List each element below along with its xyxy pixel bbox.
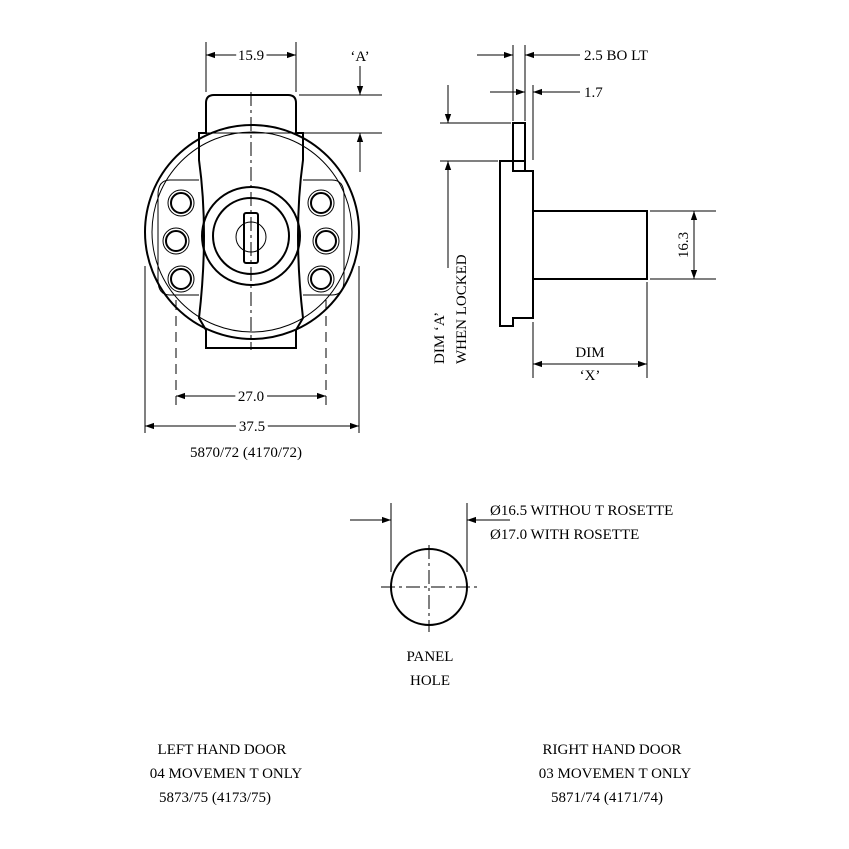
dim-text-37-5: 37.5: [239, 419, 265, 435]
dim-x-line1: DIM: [575, 345, 604, 361]
panel-hole-label-2: HOLE: [410, 673, 450, 689]
dim-text-16-3: 16.3: [676, 232, 692, 258]
left-hand-line1: LEFT HAND DOOR: [158, 742, 287, 758]
dim-text-27-0: 27.0: [238, 389, 264, 405]
right-hand-line2: 03 MOVEMEN T ONLY: [539, 766, 692, 782]
left-hand-line2: 04 MOVEMEN T ONLY: [150, 766, 303, 782]
mounting-plate: [499, 160, 534, 327]
dim-without-rosette: Ø16.5 WITHOU T ROSETTE: [490, 503, 673, 519]
left-hand-line3: 5873/75 (4173/75): [159, 790, 271, 806]
dim-text-a: ‘A’: [350, 49, 369, 65]
dim-a-when-locked: DIM ‘A’ WHEN LOCKED: [432, 254, 470, 364]
screw-holes: [162, 189, 340, 293]
right-hand-line3: 5871/74 (4171/74): [551, 790, 663, 806]
dim-with-rosette: Ø17.0 WITH ROSETTE: [490, 527, 639, 543]
mounting-lugs: [157, 179, 345, 296]
front-view: 15.9 ‘A’ 27.0 37.5 5870/72 (4170/72): [144, 42, 382, 461]
dim-text-15-9: 15.9: [238, 48, 264, 64]
panel-hole-view: Ø16.5 WITHOU T ROSETTE Ø17.0 WITH ROSETT…: [350, 503, 673, 689]
dim-a-line2: WHEN LOCKED: [454, 254, 470, 364]
dim-text-bolt: 2.5 BO LT: [584, 48, 648, 64]
bolt: [512, 122, 526, 172]
dim-a-line1: DIM ‘A’: [432, 313, 448, 364]
dim-x-line2: ‘X’: [580, 368, 601, 384]
side-view: 2.5 BO LT 1.7 DIM ‘A’ WHEN LOCKED 16.3 D…: [432, 45, 716, 384]
part-number-5870: 5870/72 (4170/72): [190, 445, 302, 461]
rosette-inner: [151, 131, 353, 333]
panel-hole-label-1: PANEL: [407, 649, 454, 665]
rosette-outer: [144, 124, 360, 340]
left-hand-caption: LEFT HAND DOOR 04 MOVEMEN T ONLY 5873/75…: [150, 742, 303, 806]
cylinder-body: [532, 210, 648, 280]
dim-text-plate: 1.7: [584, 85, 603, 101]
right-hand-line1: RIGHT HAND DOOR: [543, 742, 682, 758]
right-hand-caption: RIGHT HAND DOOR 03 MOVEMEN T ONLY 5871/7…: [539, 742, 692, 806]
